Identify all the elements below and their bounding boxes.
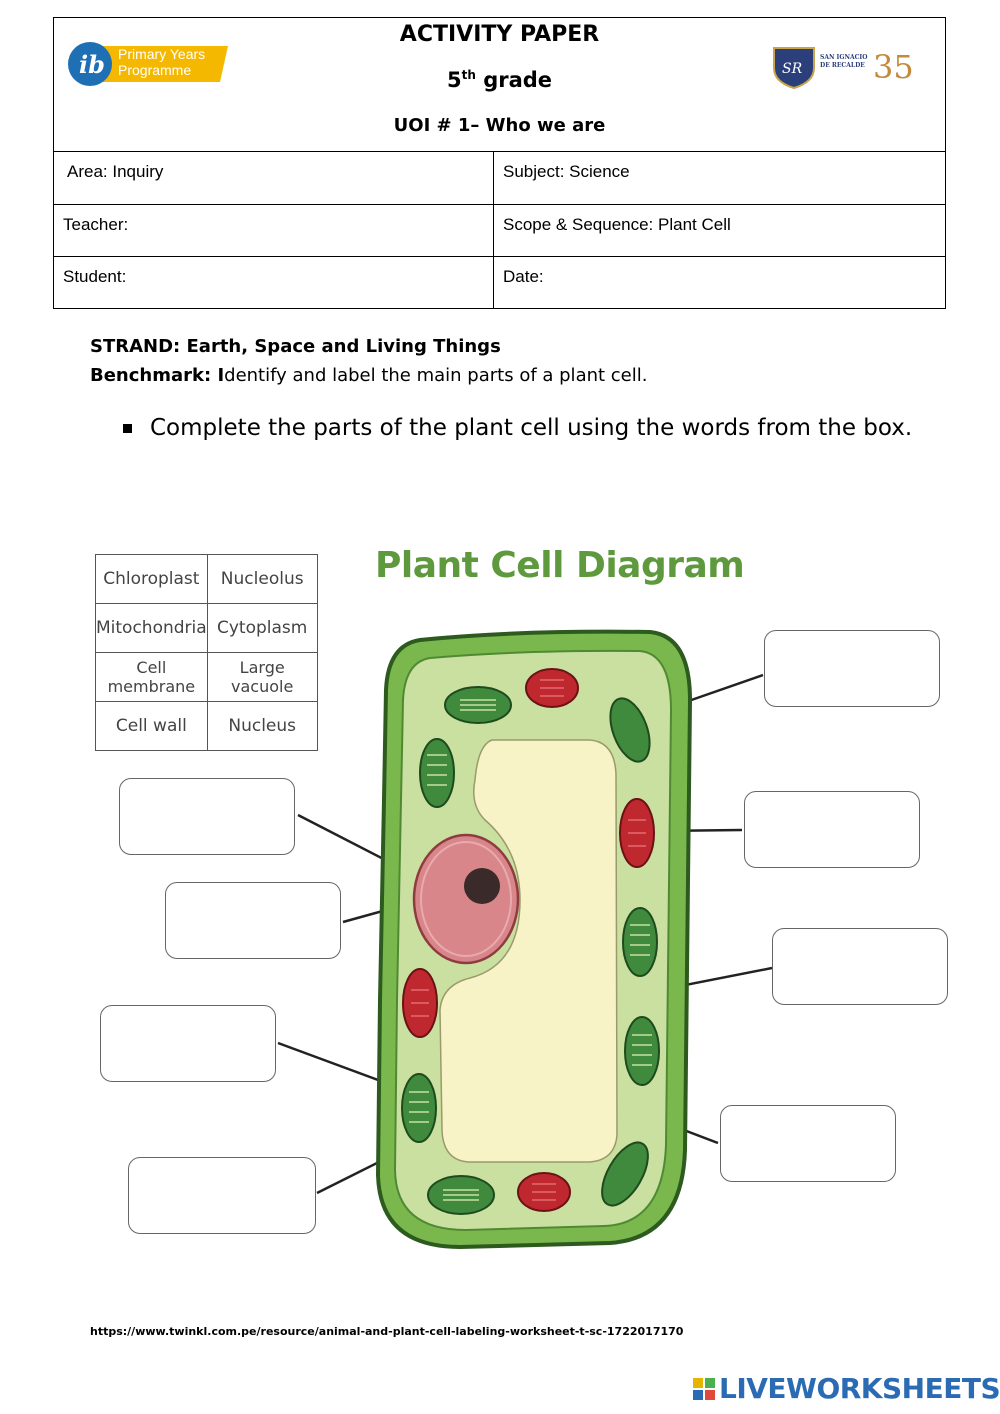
- liveworksheets-brand: LIVEWORKSHEETS: [719, 1372, 1000, 1405]
- word-cytoplasm: Cytoplasm: [206, 603, 318, 653]
- bullet-icon: [123, 424, 132, 433]
- header-row-2: Teacher: Scope & Sequence: Plant Cell: [54, 204, 945, 257]
- answer-box-5[interactable]: [119, 778, 295, 855]
- large-vacuole: [439, 739, 618, 1163]
- grade-number: 5: [446, 68, 462, 92]
- mitochondria-stripes: [411, 679, 646, 1201]
- word-large-vacuole: Large vacuole: [206, 652, 318, 702]
- strand-label: STRAND: Earth, Space and Living Things: [90, 336, 501, 357]
- answer-box-3[interactable]: [772, 928, 948, 1005]
- nucleus: [412, 833, 520, 965]
- chloroplast: [601, 1141, 649, 1207]
- word-box: Chloroplast Nucleolus Mitochondria Cytop…: [95, 554, 318, 751]
- area-cell: Area: Inquiry: [54, 152, 494, 204]
- answer-box-1[interactable]: [764, 630, 940, 707]
- word-box-row: Chloroplast Nucleolus: [95, 554, 318, 604]
- header-row-3: Student: Date:: [54, 256, 945, 309]
- chloroplast: [624, 1016, 660, 1086]
- answer-box-8[interactable]: [128, 1157, 316, 1234]
- answer-box-2[interactable]: [744, 791, 920, 868]
- word-cell-membrane: Cell membrane: [95, 652, 208, 702]
- svg-text:35: 35: [873, 48, 914, 86]
- word-box-row: Cell membrane Large vacuole: [95, 652, 318, 702]
- ib-logo-line1: Primary Years: [118, 46, 206, 62]
- date-cell[interactable]: Date:: [503, 267, 544, 286]
- header-table: ib Primary Years Programme ACTIVITY PAPE…: [53, 17, 946, 309]
- chloroplasts: [401, 686, 660, 1215]
- unit-title: UOI # 1– Who we are: [393, 115, 606, 136]
- word-mitochondria: Mitochondria: [95, 603, 208, 653]
- subject-cell: Subject: Science: [503, 162, 630, 181]
- word-box-row: Mitochondria Cytoplasm: [95, 603, 318, 653]
- instruction-text: Complete the parts of the plant cell usi…: [150, 415, 913, 441]
- word-cell-wall: Cell wall: [95, 701, 208, 751]
- ib-logo-text: Primary Years Programme: [118, 46, 205, 78]
- ib-logo: ib Primary Years Programme: [66, 40, 231, 88]
- svg-text:SR: SR: [782, 61, 803, 77]
- ib-logo-line2: Programme: [118, 62, 192, 78]
- word-box-row: Cell wall Nucleus: [95, 701, 318, 751]
- chloroplast: [419, 738, 455, 808]
- answer-box-7[interactable]: [100, 1005, 276, 1082]
- chloroplast-stripes: [409, 699, 652, 1201]
- chloroplast: [401, 1073, 437, 1143]
- activity-title: ACTIVITY PAPER: [399, 22, 600, 47]
- header-row-1: Area: Inquiry Subject: Science: [54, 151, 945, 204]
- benchmark-label: Benchmark: I: [90, 365, 225, 386]
- school-logo-text: SAN IGNACIO DE RECALDE: [820, 54, 868, 69]
- grade-title: 5th grade: [54, 68, 945, 92]
- answer-box-4[interactable]: [720, 1105, 896, 1182]
- answer-box-6[interactable]: [165, 882, 341, 959]
- chloroplast: [609, 697, 651, 763]
- liveworksheets-logo-icon: [693, 1378, 715, 1400]
- word-nucleus: Nucleus: [206, 701, 318, 751]
- student-cell[interactable]: Student:: [54, 257, 494, 309]
- nucleolus: [464, 868, 500, 904]
- benchmark-text: dentify and label the main parts of a pl…: [224, 365, 648, 386]
- chloroplast: [622, 907, 658, 977]
- grade-word: grade: [483, 68, 553, 92]
- word-chloroplast: Chloroplast: [95, 554, 208, 604]
- nucleus-inner: [420, 841, 512, 957]
- svg-text:ib: ib: [79, 50, 105, 79]
- word-nucleolus: Nucleolus: [206, 554, 318, 604]
- benchmark: Benchmark: Identify and label the main p…: [90, 365, 647, 386]
- school-logo: SR 35 SAN IGNACIO DE RECALDE: [770, 42, 920, 90]
- source-url: https://www.twinkl.com.pe/resource/anima…: [90, 1325, 684, 1338]
- scope-cell: Scope & Sequence: Plant Cell: [503, 215, 731, 234]
- grade-suffix: th: [461, 68, 476, 82]
- teacher-cell[interactable]: Teacher:: [54, 205, 494, 257]
- diagram-title: Plant Cell Diagram: [375, 545, 745, 586]
